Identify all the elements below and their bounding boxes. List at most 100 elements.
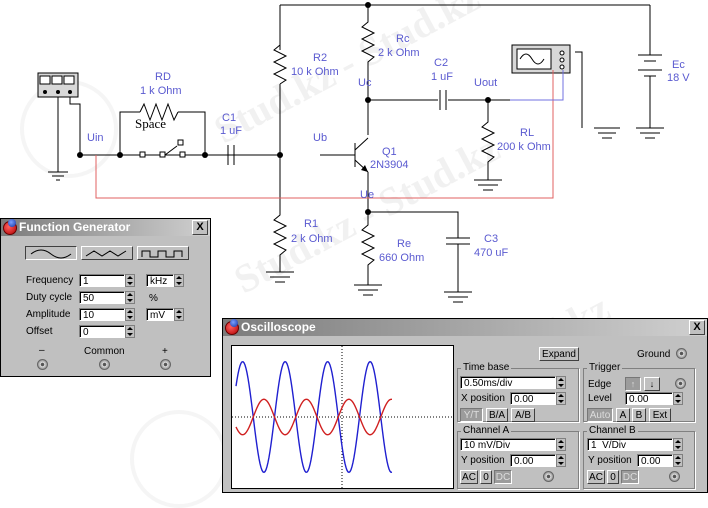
- rl-name: RL: [520, 127, 535, 139]
- rl-value: 200 k Ohm: [497, 141, 551, 153]
- c3-value: 470 uF: [474, 247, 509, 259]
- ub-label: Ub: [313, 132, 328, 144]
- rc-name: Rc: [396, 33, 410, 45]
- amplitude-spinner[interactable]: [125, 308, 135, 321]
- c2-value: 1 uF: [431, 71, 454, 83]
- channel-a-ac-button[interactable]: AC: [460, 470, 478, 484]
- ground-terminal[interactable]: [676, 348, 687, 359]
- amplitude-label: Amplitude: [26, 309, 71, 320]
- amplitude-unit-spinner[interactable]: [174, 308, 184, 321]
- close-button[interactable]: X: [192, 220, 208, 235]
- q1-name: Q1: [382, 146, 397, 158]
- channel-b-dc-button[interactable]: DC: [621, 470, 639, 484]
- uout-label: Uout: [474, 77, 498, 89]
- channel-a-scale-spinner[interactable]: [556, 438, 566, 451]
- ba-mode-button[interactable]: B/A: [486, 408, 508, 422]
- c1-name: C1: [222, 112, 237, 124]
- level-spinner[interactable]: [673, 392, 683, 405]
- trigger-b-button[interactable]: B: [632, 408, 646, 422]
- time-base-input[interactable]: 0.50ms/div: [460, 376, 556, 389]
- channel-a-y-position-input[interactable]: 0.00: [510, 454, 556, 467]
- channel-a-terminal[interactable]: [543, 471, 554, 482]
- window-title: Function Generator: [19, 220, 131, 234]
- rising-edge-button[interactable]: ↑: [625, 377, 641, 391]
- ec-value: 18 V: [667, 72, 690, 84]
- c3-name: C3: [484, 233, 499, 245]
- window-title: Oscilloscope: [241, 320, 316, 334]
- time-base-spinner[interactable]: [556, 376, 566, 389]
- time-base-label: Time base: [461, 362, 512, 373]
- re-name: Re: [397, 238, 412, 250]
- app-icon: [8, 219, 16, 227]
- sine-wave-button[interactable]: [25, 246, 77, 260]
- r1-value: 2 k Ohm: [291, 233, 333, 245]
- channel-b-y-position-label: Y position: [588, 455, 632, 466]
- plus-terminal[interactable]: [160, 359, 171, 370]
- triangle-wave-icon: [85, 250, 127, 257]
- level-label: Level: [588, 393, 612, 404]
- channel-a-dc-button[interactable]: DC: [494, 470, 512, 484]
- re-value: 660 Ohm: [379, 252, 425, 264]
- channel-b-scale-input[interactable]: 1 V/Div: [587, 438, 673, 451]
- trigger-ext-button[interactable]: Ext: [649, 408, 671, 422]
- offset-label: Offset: [26, 326, 53, 337]
- expand-button[interactable]: Expand: [539, 347, 579, 361]
- channel-a-trace: [235, 398, 393, 436]
- yt-mode-button[interactable]: Y/T: [460, 408, 483, 422]
- minus-terminal-label: –: [39, 345, 45, 356]
- trigger-terminal[interactable]: [675, 378, 686, 389]
- frequency-label: Frequency: [26, 275, 74, 286]
- x-position-label: X position: [461, 393, 505, 404]
- oscilloscope-window[interactable]: Oscilloscope X Expand Ground Time base 0…: [222, 318, 708, 493]
- oscilloscope-instrument[interactable]: [511, 44, 571, 74]
- duty-cycle-input[interactable]: 50: [79, 291, 125, 304]
- channel-a-label: Channel A: [461, 425, 512, 436]
- channel-b-trace: [235, 360, 393, 474]
- channel-a-zero-button[interactable]: 0: [480, 470, 492, 484]
- duty-cycle-label: Duty cycle: [26, 292, 73, 303]
- sine-wave-icon: [30, 249, 72, 259]
- frequency-spinner[interactable]: [125, 274, 135, 287]
- function-generator-instrument[interactable]: [37, 72, 79, 98]
- minus-terminal[interactable]: [37, 359, 48, 370]
- offset-input[interactable]: 0: [79, 325, 125, 338]
- x-position-input[interactable]: 0.00: [510, 392, 556, 405]
- oscilloscope-titlebar[interactable]: Oscilloscope X: [223, 319, 707, 336]
- level-input[interactable]: 0.00: [625, 392, 673, 405]
- plus-terminal-label: +: [162, 346, 168, 357]
- channel-b-y-position-spinner[interactable]: [673, 454, 683, 467]
- waveform-display: [232, 346, 453, 488]
- ground-label: Ground: [637, 349, 671, 360]
- ab-mode-button[interactable]: A/B: [511, 408, 535, 422]
- duty-cycle-spinner[interactable]: [125, 291, 135, 304]
- frequency-unit-select[interactable]: kHz: [146, 274, 174, 287]
- channel-b-zero-button[interactable]: 0: [607, 470, 619, 484]
- channel-b-y-position-input[interactable]: 0.00: [637, 454, 673, 467]
- channel-b-scale-spinner[interactable]: [673, 438, 683, 451]
- square-wave-icon: [141, 250, 183, 258]
- square-wave-button[interactable]: [137, 246, 189, 260]
- rd-name: RD: [155, 71, 171, 83]
- offset-spinner[interactable]: [125, 325, 135, 338]
- function-generator-titlebar[interactable]: Function Generator X: [1, 219, 210, 236]
- amplitude-input[interactable]: 10: [79, 308, 125, 321]
- triangle-wave-button[interactable]: [81, 246, 133, 260]
- x-position-spinner[interactable]: [556, 392, 566, 405]
- falling-edge-button[interactable]: ↓: [644, 377, 660, 391]
- frequency-input[interactable]: 1: [79, 274, 125, 287]
- auto-trigger-button[interactable]: Auto: [587, 408, 613, 422]
- function-generator-window[interactable]: Function Generator X Frequency 1 kHz Dut…: [0, 218, 211, 377]
- channel-b-ac-button[interactable]: AC: [587, 470, 605, 484]
- r1-name: R1: [304, 218, 319, 230]
- r2-name: R2: [313, 52, 328, 64]
- r2-value: 10 k Ohm: [291, 66, 339, 78]
- frequency-unit-spinner[interactable]: [174, 274, 184, 287]
- amplitude-unit-select[interactable]: mV: [146, 308, 174, 321]
- trigger-a-button[interactable]: A: [616, 408, 630, 422]
- channel-a-y-position-spinner[interactable]: [556, 454, 566, 467]
- close-button[interactable]: X: [689, 320, 705, 335]
- channel-a-y-position-label: Y position: [461, 455, 505, 466]
- common-terminal[interactable]: [99, 359, 110, 370]
- channel-a-scale-input[interactable]: 10 mV/Div: [460, 438, 556, 451]
- channel-b-terminal[interactable]: [669, 471, 680, 482]
